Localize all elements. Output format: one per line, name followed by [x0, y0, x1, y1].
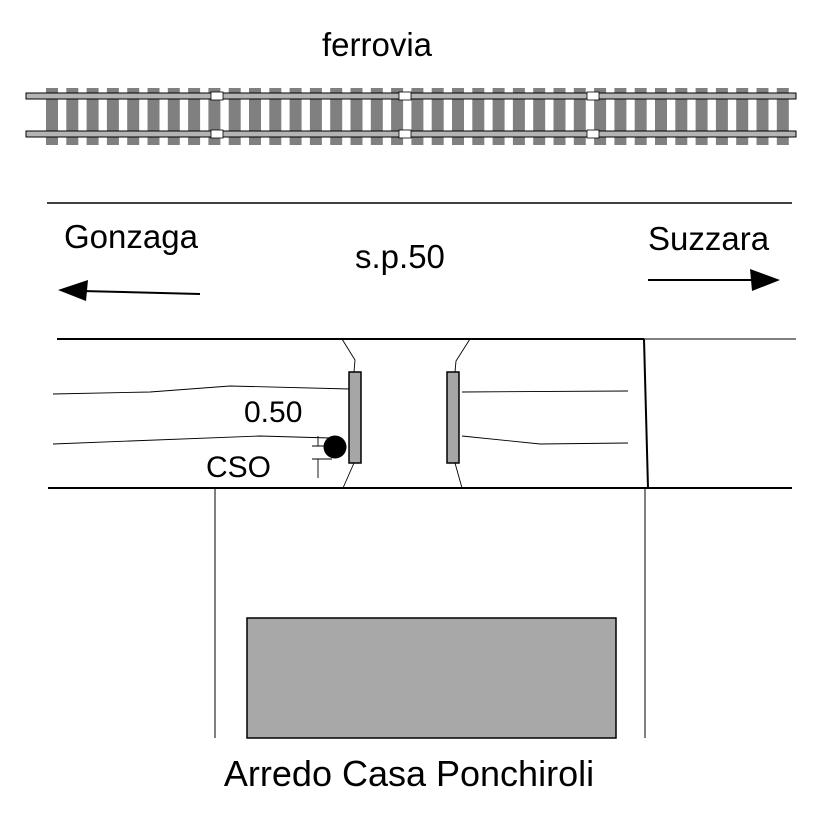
- offset-dimension: [312, 436, 332, 478]
- railway-label: ferrovia: [322, 26, 433, 63]
- rail-joints: [210, 91, 600, 139]
- traffic-island-right: [446, 371, 460, 464]
- marker-label: CSO: [206, 451, 271, 484]
- east-town-label: Suzzara: [648, 220, 770, 257]
- rail-joint: [398, 129, 412, 139]
- rail-joint: [398, 91, 412, 101]
- offset-label: 0.50: [244, 396, 302, 429]
- rail-joint: [586, 129, 600, 139]
- building-footprint: [246, 617, 617, 739]
- traffic-island-left: [348, 371, 362, 464]
- rail-joint: [210, 129, 224, 139]
- filled-circle-icon: [323, 435, 347, 459]
- road-label: s.p.50: [355, 238, 445, 275]
- west-town-label: Gonzaga: [64, 218, 199, 255]
- arrow-right-icon: [648, 269, 780, 291]
- arrow-left-icon: [58, 280, 201, 301]
- road-section: [48, 338, 796, 738]
- rail-joint: [210, 91, 224, 101]
- railway-track: [25, 88, 797, 145]
- building-label: Arredo Casa Ponchiroli: [224, 753, 594, 794]
- rail-joint: [586, 91, 600, 101]
